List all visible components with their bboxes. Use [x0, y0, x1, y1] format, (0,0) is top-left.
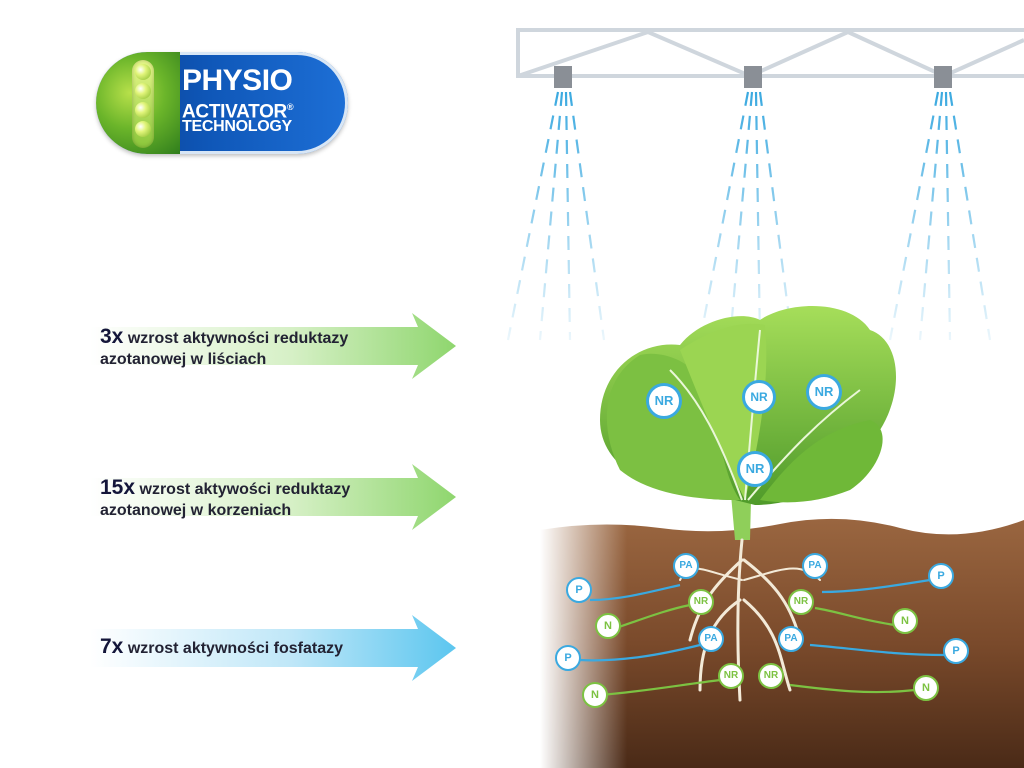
benefit-line-1: wzrost aktywości reduktazy	[139, 481, 351, 498]
nitrogen-marker: N	[595, 613, 621, 639]
logo-line-2-text: ACTIVATOR	[182, 101, 287, 123]
benefit-line-1: wzrost aktywności reduktazy	[127, 330, 349, 347]
logo-line-1: PHYSIO	[182, 64, 293, 97]
nr-root-marker: NR	[718, 663, 744, 689]
arrow-banner-icon	[90, 313, 456, 379]
benefit-multiplier: 15x	[100, 476, 136, 499]
benefit-text: 3x wzrost aktywności reduktazy	[100, 325, 349, 349]
nitrogen-marker: N	[913, 675, 939, 701]
benefit-multiplier: 7x	[100, 635, 124, 658]
nr-root-marker: NR	[788, 589, 814, 615]
pea-icon	[135, 83, 151, 99]
pa-root-marker: PA	[802, 553, 828, 579]
logo-line-3: TECHNOLOGY	[182, 118, 292, 135]
phosphorus-marker: P	[928, 563, 954, 589]
lettuce-plant-icon	[600, 306, 897, 540]
sprinkler-nozzle-icon	[934, 66, 952, 88]
nitrogen-marker: N	[892, 608, 918, 634]
phosphorus-marker: P	[555, 645, 581, 671]
nr-root-marker: NR	[758, 663, 784, 689]
benefit-multiplier: 3x	[100, 325, 124, 348]
nr-root-marker: NR	[688, 589, 714, 615]
benefit-line-2: azotanowej w korzeniach	[100, 502, 292, 519]
phosphorus-marker: P	[566, 577, 592, 603]
plant-irrigation-illustration	[506, 28, 1024, 768]
pa-root-marker: PA	[698, 626, 724, 652]
sprinkler-nozzle-icon	[744, 66, 762, 88]
nr-leaf-marker: NR	[806, 374, 842, 410]
benefit-text: 15x wzrost aktywości reduktazy	[100, 476, 351, 500]
arrow-banner-icon	[90, 464, 456, 530]
benefit-banner-roots: 15x wzrost aktywości reduktazy azotanowe…	[90, 464, 456, 530]
pea-icon	[135, 64, 151, 80]
nitrogen-marker: N	[582, 682, 608, 708]
logo-line-2: ACTIVATOR®	[182, 97, 294, 123]
nr-leaf-marker: NR	[646, 383, 682, 419]
benefit-text: 7x wzrost aktywności fosfatazy	[100, 635, 343, 659]
nr-leaf-marker: NR	[737, 451, 773, 487]
arrow-banner-icon	[90, 615, 456, 681]
benefit-line-2: azotanowej w liściach	[100, 351, 267, 368]
registered-mark: ®	[286, 102, 294, 112]
pea-icon	[135, 102, 151, 118]
sprinkler-nozzle-icon	[554, 66, 572, 88]
pa-root-marker: PA	[778, 626, 804, 652]
pa-root-marker: PA	[673, 553, 699, 579]
physio-activator-logo: PHYSIO ACTIVATOR® TECHNOLOGY	[96, 52, 348, 154]
phosphorus-marker: P	[943, 638, 969, 664]
pea-icon	[135, 121, 151, 137]
water-spray	[506, 91, 992, 341]
benefit-banner-phosphatase: 7x wzrost aktywności fosfatazy	[90, 615, 456, 681]
benefit-line-1: wzrost aktywności fosfatazy	[127, 640, 343, 657]
benefit-banner-leaves: 3x wzrost aktywności reduktazy azotanowe…	[90, 313, 456, 379]
nr-leaf-marker: NR	[742, 380, 776, 414]
